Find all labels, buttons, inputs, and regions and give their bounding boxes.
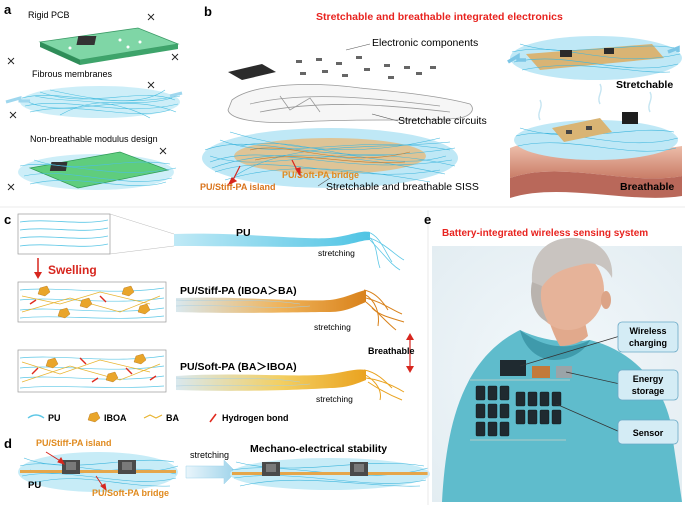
panel-a-letter: a xyxy=(4,2,12,17)
siss-mat xyxy=(202,128,458,188)
legend-iboa-swatch xyxy=(87,411,101,423)
wireless-charging-module xyxy=(500,360,526,376)
legend-pu-label: PU xyxy=(48,413,61,423)
rigid-pcb-board xyxy=(38,27,180,65)
panel-b: b Stretchable and breathable integrated … xyxy=(200,4,682,198)
row-soft-stretching: stretching xyxy=(316,394,353,404)
callout-energy-line2: storage xyxy=(632,386,665,396)
panel-d-letter: d xyxy=(4,436,12,451)
callout-wireless-charging: Wireless charging xyxy=(519,321,679,367)
panel-d: d PU/Stiff-PA island PU PU/Soft-PA bridg… xyxy=(4,436,430,498)
stretchable-label: Stretchable xyxy=(616,79,673,91)
callout-sensor-line1: Sensor xyxy=(633,428,664,438)
panel-e-title: Battery-integrated wireless sensing syst… xyxy=(442,228,648,239)
energy-storage-module xyxy=(532,366,550,378)
stretchable-device xyxy=(507,36,682,80)
inset-pu xyxy=(17,213,175,255)
swelling-label: Swelling xyxy=(48,263,97,277)
non-breathable-modulus-label: Non-breathable modulus design xyxy=(30,134,158,144)
rigid-pcb-label: Rigid PCB xyxy=(28,10,70,20)
panel-b-title: Stretchable and breathable integrated el… xyxy=(316,11,563,23)
d-stretching-label: stretching xyxy=(190,450,229,460)
row-pu-stretching: stretching xyxy=(318,248,355,258)
cross-marks-a3 xyxy=(7,147,167,191)
d-stretched xyxy=(230,458,430,490)
breathable-c-label: Breathable xyxy=(368,346,415,356)
d-pu-label: PU xyxy=(28,480,41,491)
row-stiff-label: PU/Stiff-PA (IBOA＞BA) xyxy=(180,285,297,297)
stretchable-circuits xyxy=(227,84,473,123)
d-stretching-arrow xyxy=(185,459,237,485)
legend-ba-swatch xyxy=(143,414,163,419)
breathable-device xyxy=(510,83,682,198)
cross-marks-a2 xyxy=(9,81,155,119)
panel-c-letter: c xyxy=(4,212,11,227)
legend-iboa-label: IBOA xyxy=(104,413,127,423)
callout-energy-storage: Energy storage xyxy=(565,369,679,401)
panel-e: e Battery-integrated wireless sensing sy… xyxy=(424,212,682,502)
breathable-arrow xyxy=(406,333,414,373)
stretchable-circuits-label: Stretchable circuits xyxy=(398,115,487,127)
battery-module xyxy=(556,366,572,378)
inset-stiff xyxy=(17,281,167,323)
row-soft-label: PU/Soft-PA (BA＞IBOA) xyxy=(180,361,297,373)
breathable-label: Breathable xyxy=(620,181,674,193)
fiber-pu xyxy=(174,231,405,271)
electronic-components-label: Electronic components xyxy=(372,37,478,49)
panel-c: c Swelling PU stretching xyxy=(4,212,415,423)
callout-energy-line1: Energy xyxy=(633,374,664,384)
row-pu-label: PU xyxy=(236,227,251,239)
siss-label: Stretchable and breathable SISS xyxy=(326,181,479,193)
callout-wireless-line2: charging xyxy=(629,338,667,348)
fibrous-membrane-mat xyxy=(5,86,183,119)
d-red-arrows xyxy=(45,451,107,492)
d-unstretched xyxy=(18,452,179,492)
fiber-soft xyxy=(175,369,405,401)
d-mechano-title: Mechano-electrical stability xyxy=(250,443,387,455)
callout-sensor: Sensor xyxy=(555,403,679,445)
legend-pu-swatch xyxy=(27,414,45,419)
panel-b-letter: b xyxy=(204,4,212,19)
fibrous-membranes-label: Fibrous membranes xyxy=(32,69,113,79)
siss-island-label: PU/Stiff-PA island xyxy=(200,182,276,192)
fiber-stiff xyxy=(175,289,405,331)
panel-a: a Rigid PCB Fibrous membranes xyxy=(4,2,183,191)
legend-hbond-swatch xyxy=(209,413,217,423)
electronic-components xyxy=(228,56,436,80)
siss-red-arrows xyxy=(227,159,301,186)
legend: PU IBOA BA Hydrogen bond xyxy=(27,411,289,423)
panel-e-letter: e xyxy=(424,212,431,227)
d-bridge-label: PU/Soft-PA bridge xyxy=(92,488,169,498)
cross-marks-a1 xyxy=(7,13,179,65)
siss-bridge-label: PU/Soft-PA bridge xyxy=(282,170,359,180)
legend-hbond-label: Hydrogen bond xyxy=(222,413,289,423)
non-breathable-board xyxy=(18,151,177,190)
swelling-arrow xyxy=(34,258,42,279)
inset-soft xyxy=(17,349,167,393)
callout-wireless-line1: Wireless xyxy=(630,326,667,336)
d-island-label: PU/Stiff-PA island xyxy=(36,438,112,448)
legend-ba-label: BA xyxy=(166,413,179,423)
row-stiff-stretching: stretching xyxy=(314,322,351,332)
